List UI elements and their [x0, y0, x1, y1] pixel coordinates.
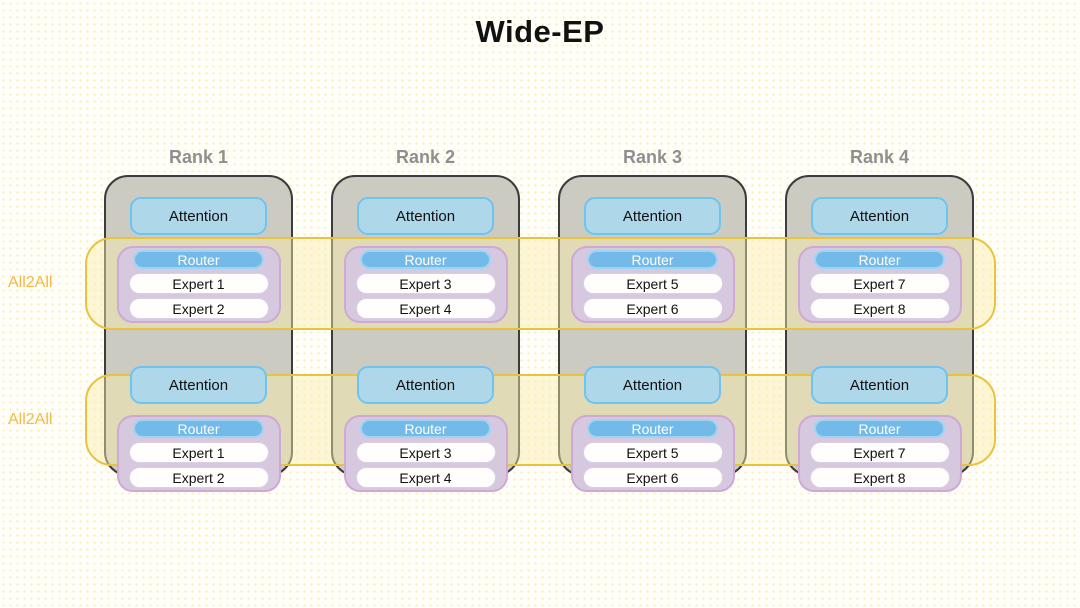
rank-3-expert-5-layer2: Expert 5	[582, 442, 723, 463]
rank-3-attention-layer2: Attention	[584, 366, 721, 404]
rank-2-label: Rank 2	[395, 147, 456, 167]
rank-4-router-layer2: Router	[814, 419, 945, 438]
rank-3-label: Rank 3	[622, 147, 683, 167]
rank-4-moe-group-layer1: Router Expert 7 Expert 8	[797, 246, 962, 323]
rank-1-attention-layer2: Attention	[130, 366, 267, 404]
rank-1-expert-1-layer2: Expert 1	[128, 442, 269, 463]
rank-1-moe-group-layer1: Router Expert 1 Expert 2	[116, 246, 281, 323]
rank-1-moe-group-layer2: Router Expert 1 Expert 2	[116, 415, 281, 492]
rank-4-expert-7-layer1: Expert 7	[809, 273, 950, 294]
rank-3-expert-6-layer2: Expert 6	[582, 467, 723, 488]
rank-4-expert-8-layer1: Expert 8	[809, 298, 950, 319]
rank-4-label: Rank 4	[849, 147, 910, 167]
rank-2-router-layer1: Router	[360, 250, 491, 269]
rank-2-attention-layer1: Attention	[357, 197, 494, 235]
rank-3-box: Attention Router Expert 5 Expert 6 Atten…	[558, 175, 747, 492]
rank-4-expert-7-layer2: Expert 7	[809, 442, 950, 463]
rank-3-moe-group-layer2: Router Expert 5 Expert 6	[570, 415, 735, 492]
rank-1-attention-layer1: Attention	[130, 197, 267, 235]
rank-1-router-layer1: Router	[133, 250, 264, 269]
all2all-label-1: All2All	[8, 274, 53, 291]
rank-1-router-layer2: Router	[133, 419, 264, 438]
rank-3-router-layer2: Router	[587, 419, 718, 438]
rank-2-expert-4-layer1: Expert 4	[355, 298, 496, 319]
rank-2-expert-4-layer2: Expert 4	[355, 467, 496, 488]
rank-2-attention-layer2: Attention	[357, 366, 494, 404]
rank-1-label: Rank 1	[168, 147, 229, 167]
diagram-title: Wide-EP	[475, 14, 605, 49]
rank-4-box: Attention Router Expert 7 Expert 8 Atten…	[785, 175, 974, 492]
rank-2-router-layer2: Router	[360, 419, 491, 438]
rank-2-moe-group-layer1: Router Expert 3 Expert 4	[343, 246, 508, 323]
rank-3-router-layer1: Router	[587, 250, 718, 269]
rank-4-moe-group-layer2: Router Expert 7 Expert 8	[797, 415, 962, 492]
all2all-label-2: All2All	[8, 411, 53, 428]
rank-4-router-layer1: Router	[814, 250, 945, 269]
rank-4-expert-8-layer2: Expert 8	[809, 467, 950, 488]
rank-1-expert-2-layer2: Expert 2	[128, 467, 269, 488]
rank-1-box: Attention Router Expert 1 Expert 2 Atten…	[104, 175, 293, 492]
rank-4-attention-layer1: Attention	[811, 197, 948, 235]
rank-2-expert-3-layer1: Expert 3	[355, 273, 496, 294]
rank-2-expert-3-layer2: Expert 3	[355, 442, 496, 463]
rank-1-expert-2-layer1: Expert 2	[128, 298, 269, 319]
rank-2-moe-group-layer2: Router Expert 3 Expert 4	[343, 415, 508, 492]
rank-1-expert-1-layer1: Expert 1	[128, 273, 269, 294]
rank-3-expert-6-layer1: Expert 6	[582, 298, 723, 319]
rank-3-moe-group-layer1: Router Expert 5 Expert 6	[570, 246, 735, 323]
rank-3-expert-5-layer1: Expert 5	[582, 273, 723, 294]
rank-2-box: Attention Router Expert 3 Expert 4 Atten…	[331, 175, 520, 492]
rank-4-attention-layer2: Attention	[811, 366, 948, 404]
rank-3-attention-layer1: Attention	[584, 197, 721, 235]
